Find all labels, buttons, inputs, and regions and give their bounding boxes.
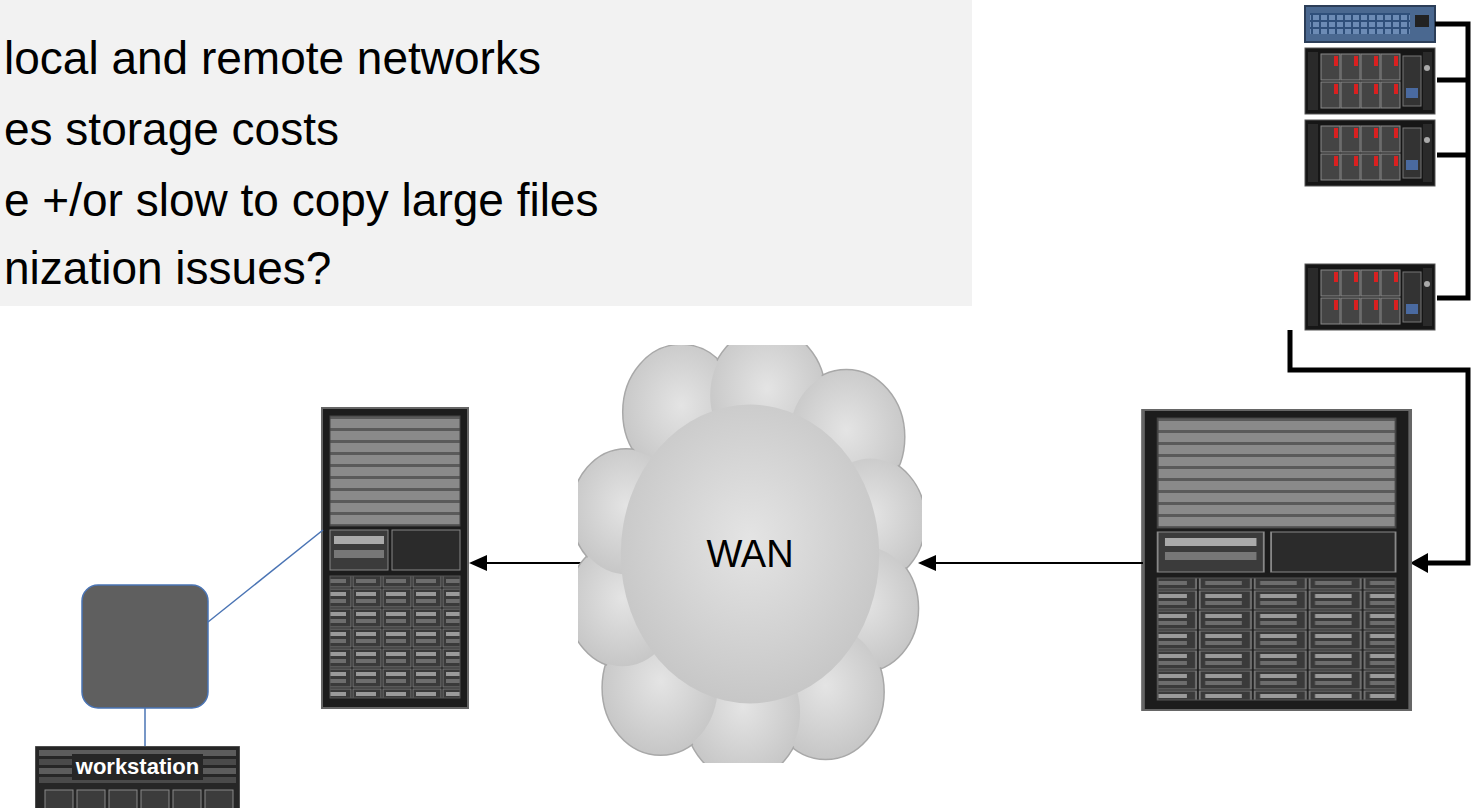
bullet-text: nization issues? [4,243,331,294]
workstation-box: workstation [35,746,240,808]
link-line [144,708,146,746]
bullet-text: e +/or slow to copy large files [4,175,598,226]
rack-server [1305,48,1435,114]
cloud-label: WAN [706,533,793,576]
storage-server [1143,410,1410,710]
switch-port [1415,15,1429,27]
bullet-text: es storage costs [4,104,339,155]
storage-server [322,408,468,708]
workstation-label: workstation [72,754,203,780]
wan-cloud: WAN [578,345,922,763]
rack-server [1305,120,1435,186]
arrowhead [1410,553,1428,573]
bullet-text: local and remote networks [4,33,541,84]
link-line [208,530,323,622]
network-switch [1305,6,1435,42]
switch-ports [1310,13,1410,34]
local-switch [82,585,208,708]
rack-server [1305,264,1435,330]
